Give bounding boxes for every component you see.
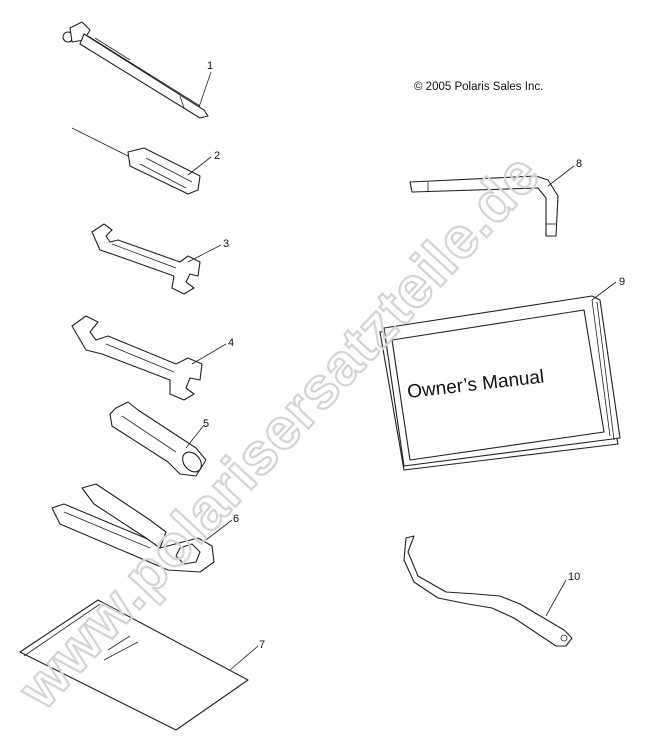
screwdriver-icon [71,127,212,195]
callout-1: 1 [207,60,213,72]
tool-holder-icon [51,483,233,573]
callout-6: 6 [233,513,239,525]
spanner-wrench-icon [403,535,573,647]
callout-8: 8 [576,158,582,170]
hex-key-icon [409,165,575,237]
callout-7: 7 [259,639,265,651]
callout-5: 5 [203,418,209,430]
callout-2: 2 [214,150,220,162]
callout-9: 9 [619,276,625,288]
spark-plug-socket-icon [109,401,207,477]
large-open-end-wrench-icon [71,315,227,401]
copyright-notice: © 2005 Polaris Sales Inc. [414,81,544,93]
small-open-end-wrench-icon [91,223,222,295]
callout-10: 10 [568,571,580,583]
tool-bag-icon [19,599,259,731]
owners-manual-icon: Owner’s Manual [379,281,621,471]
callout-4: 4 [228,337,234,349]
callout-3: 3 [223,238,229,250]
tire-pressure-gauge-icon [62,21,212,119]
